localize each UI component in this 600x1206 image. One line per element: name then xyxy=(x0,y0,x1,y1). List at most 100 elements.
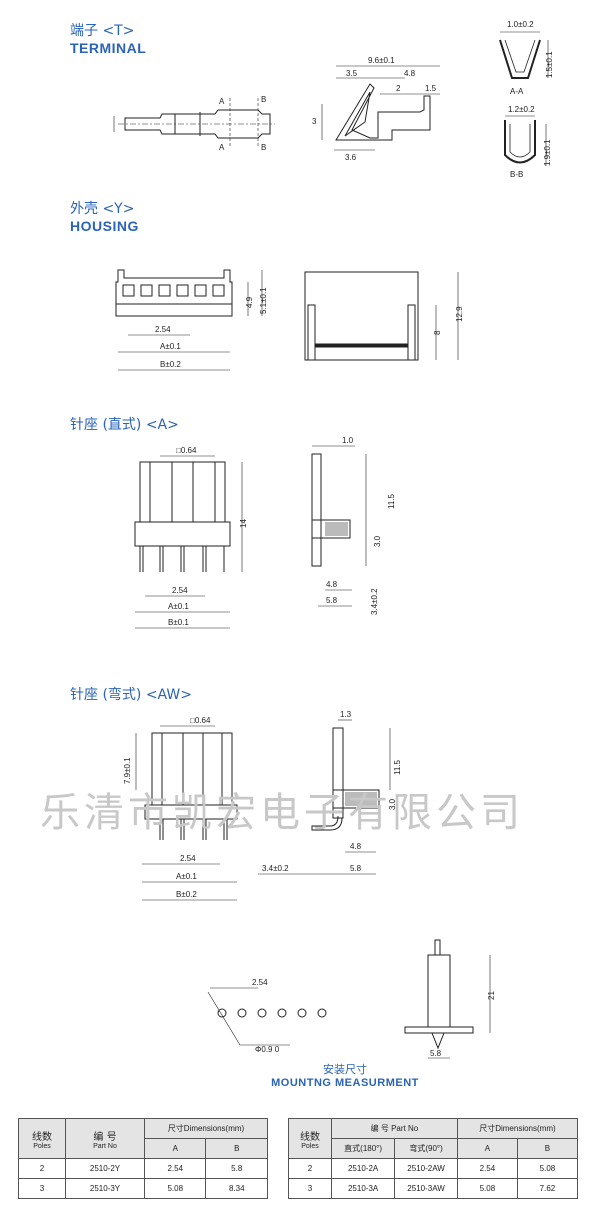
header-a-dim-pitch: 2.54 xyxy=(172,586,188,595)
header-aw-title-cn: 针座 (弯式) <AW> xyxy=(70,687,192,703)
mounting-dim-21: 21 xyxy=(487,991,496,1000)
col-bent: 弯式(90°) xyxy=(394,1138,458,1159)
cell-part: 2510-2Y xyxy=(65,1158,145,1179)
terminal-dim-2: 2 xyxy=(396,84,401,93)
housing-dim-5-1: 5.1±0.1 xyxy=(259,287,268,314)
header-aw-dim-b: B±0.2 xyxy=(176,890,197,899)
mounting-caption-en: MOUNTNG MEASURMENT xyxy=(271,1077,419,1089)
terminal-label-b2: B xyxy=(261,143,266,152)
col-a: A xyxy=(456,1138,518,1159)
cell-b: 8.34 xyxy=(205,1178,268,1199)
housing-dim-a: A±0.1 xyxy=(160,342,181,351)
mounting-side-view xyxy=(404,939,491,1059)
terminal-side-view xyxy=(113,98,275,148)
header-a-title-cn: 针座 (直式) <A> xyxy=(70,417,179,433)
mounting-caption-cn: 安装尺寸 xyxy=(323,1063,367,1076)
housing-title-en: HOUSING xyxy=(70,218,139,234)
terminal-section-aa-label: A-A xyxy=(510,87,524,96)
header-aw-dim-3-0: 3.0 xyxy=(388,798,397,810)
header-aw-dim-pitch: 2.54 xyxy=(180,854,196,863)
terminal-label-a: A xyxy=(219,97,225,106)
housing-dim-4-9: 4.9 xyxy=(245,296,254,308)
col-dimensions: 尺寸Dimensions(mm) xyxy=(144,1118,268,1139)
header-aw-dim-pin: □0.64 xyxy=(190,716,211,725)
col-part-cn: 编 号 xyxy=(93,1131,117,1143)
header-aw-dim-3-4: 3.4±0.2 xyxy=(262,864,289,873)
terminal-front-view xyxy=(321,65,440,151)
terminal-dim-1-0: 1.0±0.2 xyxy=(507,20,534,29)
col-b: B xyxy=(205,1138,268,1159)
housing-dim-b: B±0.2 xyxy=(160,360,181,369)
header-a-dim-11-5: 11.5 xyxy=(387,493,396,509)
col-part-en: Part No xyxy=(93,1142,117,1150)
terminal-dim-1-5: 1.5 xyxy=(425,84,437,93)
table-subheader-row: 直式(180°) 弯式(90°) A B xyxy=(289,1138,579,1159)
header-aw-dim-5-8: 5.8 xyxy=(350,864,362,873)
header-aw-dim-1-3: 1.3 xyxy=(340,710,352,719)
col-poles: 线数 Poles xyxy=(288,1118,332,1159)
col-poles-cn: 线数 xyxy=(32,1131,52,1143)
cell-poles: 3 xyxy=(288,1178,332,1199)
header-a-dim-14: 14 xyxy=(239,519,248,528)
terminal-dim-3: 3 xyxy=(312,117,317,126)
header-a-dim-a: A±0.1 xyxy=(168,602,189,611)
header-a-front-view xyxy=(134,455,243,629)
header-aw-dim-4-8: 4.8 xyxy=(350,842,362,851)
terminal-dim-9-6: 9.6±0.1 xyxy=(368,56,395,65)
terminal-dim-1-9: 1.9±0.1 xyxy=(543,139,552,166)
header-a-dim-1-0: 1.0 xyxy=(342,436,354,445)
terminal-dim-3-5: 3.5 xyxy=(346,69,358,78)
header-aw-dim-a: A±0.1 xyxy=(176,872,197,881)
housing-title: 外壳 <Y> HOUSING xyxy=(70,200,139,235)
housing-dim-8: 8 xyxy=(433,330,442,335)
terminal-label-b: B xyxy=(261,95,266,104)
cell-a: 2.54 xyxy=(456,1158,518,1179)
mounting-hole-pattern xyxy=(207,987,327,1046)
cell-b: 5.8 xyxy=(205,1158,268,1179)
table-row: 3 2510-3A 2510-3AW 5.08 7.62 xyxy=(288,1178,579,1199)
mounting-dim-hole: Φ0.9 0 xyxy=(255,1045,280,1054)
table-row: 2 2510-2A 2510-2AW 2.54 5.08 xyxy=(288,1158,579,1179)
cell-straight: 2510-3A xyxy=(330,1178,396,1199)
company-watermark: 乐清市凯宏电子有限公司 xyxy=(40,790,524,836)
col-poles: 线数 Poles xyxy=(18,1118,66,1159)
header-a-dim-3-0: 3.0 xyxy=(373,535,382,547)
cell-part: 2510-3Y xyxy=(65,1178,145,1199)
header-a-dim-b: B±0.1 xyxy=(168,618,189,627)
cell-bent: 2510-2AW xyxy=(394,1158,458,1179)
technical-drawing: A A B B 9.6±0.1 3.5 4.8 2 1.5 3 3.6 1.0±… xyxy=(113,20,554,1059)
header-a-dim-5-8: 5.8 xyxy=(326,596,338,605)
mounting-dim-5-8: 5.8 xyxy=(430,1049,442,1058)
cell-straight: 2510-2A xyxy=(330,1158,396,1179)
header-a-dim-pin: □0.64 xyxy=(176,446,197,455)
cell-poles: 3 xyxy=(18,1178,66,1199)
col-straight: 直式(180°) xyxy=(330,1138,396,1159)
housing-title-cn: 外壳 <Y> xyxy=(70,201,135,217)
housing-front-view xyxy=(115,269,263,371)
terminal-dim-3-6: 3.6 xyxy=(345,153,357,162)
housing-dim-12-9: 12.9 xyxy=(455,306,464,322)
cell-bent: 2510-3AW xyxy=(394,1178,458,1199)
table-row: 2 2510-2Y 2.54 5.8 xyxy=(18,1158,268,1179)
cell-a: 2.54 xyxy=(143,1158,207,1179)
cell-a: 5.08 xyxy=(143,1178,207,1199)
table-header-row: 线数 Poles 编 号 Part No 尺寸Dimensions(mm) xyxy=(18,1118,268,1159)
col-poles-cn: 线数 xyxy=(300,1131,320,1143)
terminal-label-a2: A xyxy=(219,143,225,152)
terminal-dim-1-5b: 1.5±0.1 xyxy=(545,51,554,78)
terminal-title-en: TERMINAL xyxy=(70,40,147,56)
mounting-caption: 安装尺寸 MOUNTNG MEASURMENT xyxy=(250,1061,440,1089)
cell-poles: 2 xyxy=(288,1158,332,1179)
terminal-title: 端子 <T> TERMINAL xyxy=(70,22,146,57)
col-poles-en: Poles xyxy=(301,1142,319,1150)
table-header-row: 线数 Poles 编 号 Part No 尺寸Dimensions(mm) xyxy=(288,1118,579,1159)
spec-table-housing: 线数 Poles 编 号 Part No 尺寸Dimensions(mm) A … xyxy=(18,1118,268,1199)
col-part: 编 号 Part No xyxy=(65,1118,145,1159)
header-aw-dim-7-9: 7.9±0.1 xyxy=(123,757,132,784)
header-aw-front-view xyxy=(135,725,238,901)
col-poles-en: Poles xyxy=(33,1142,51,1150)
cell-a: 5.08 xyxy=(456,1178,518,1199)
header-aw-title: 针座 (弯式) <AW> xyxy=(70,686,192,704)
table-row: 3 2510-3Y 5.08 8.34 xyxy=(18,1178,268,1199)
terminal-dim-4-8: 4.8 xyxy=(404,69,416,78)
